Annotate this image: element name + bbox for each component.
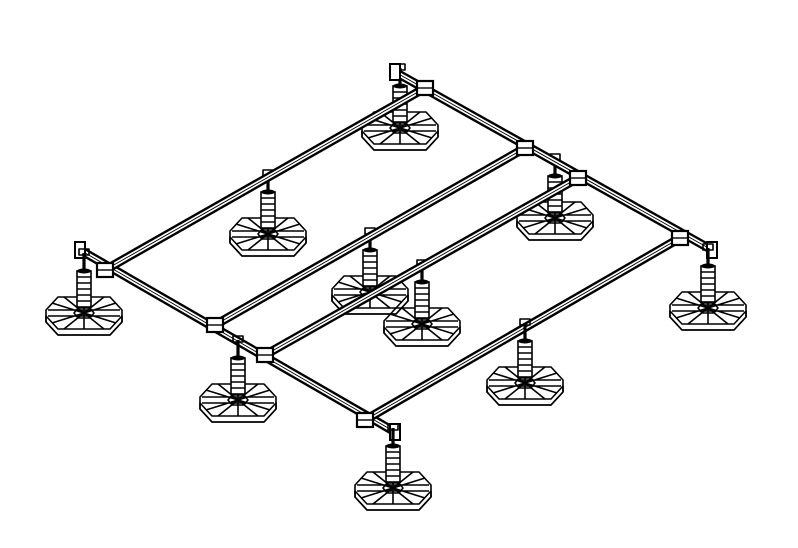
pedestal-icon xyxy=(485,317,565,407)
beam-coupler-1 xyxy=(415,79,435,97)
support-beam-5 xyxy=(260,173,583,360)
support-beam-1 xyxy=(390,67,717,255)
beam-coupler-8 xyxy=(355,411,375,429)
pedestal-icon xyxy=(668,242,748,332)
beam-coupler-7 xyxy=(255,346,275,364)
beam-coupler-5 xyxy=(95,261,115,279)
beam-centerline xyxy=(264,177,579,356)
beam-end-cap-3 xyxy=(74,241,86,259)
beam-centerline xyxy=(104,87,426,271)
pedestal-icon xyxy=(228,168,308,258)
beam-centerline xyxy=(214,147,526,326)
support-beams xyxy=(74,63,718,441)
pedestal-icon xyxy=(382,258,462,348)
support-beam-6 xyxy=(360,233,685,425)
beam-couplers xyxy=(95,79,690,429)
beam-coupler-4 xyxy=(670,229,690,247)
beam-coupler-3 xyxy=(568,169,588,187)
beam-coupler-6 xyxy=(205,316,225,334)
beam-centerline xyxy=(364,237,681,421)
beam-end-cap-1 xyxy=(389,63,401,81)
beam-coupler-2 xyxy=(515,139,535,157)
support-beam-3 xyxy=(100,83,430,275)
pedestal-icon xyxy=(353,422,433,512)
beam-centerline xyxy=(394,71,713,251)
support-beam-4 xyxy=(210,143,530,330)
